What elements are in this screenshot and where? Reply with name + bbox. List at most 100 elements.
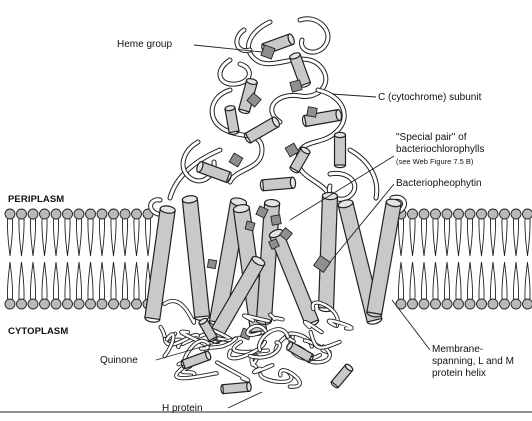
lipid-head-lower (63, 299, 73, 309)
lipid-tail-upper (421, 219, 426, 256)
lipid-head-lower (40, 299, 50, 309)
lipid-head-lower (120, 299, 130, 309)
lipid-tail-lower (421, 262, 426, 299)
lipid-tail-lower (490, 262, 495, 299)
lipid-tail-upper (410, 219, 415, 256)
lipid-head-lower (454, 299, 464, 309)
lipid-head-upper (63, 209, 73, 219)
lipid-head-lower (465, 299, 475, 309)
special-pair-figure-note: (see Web Figure 7.5 B) (396, 158, 473, 166)
lipid-tail-upper (111, 219, 116, 256)
membrane-spanning-helix (318, 192, 337, 312)
lipid-tail-lower (410, 262, 415, 299)
lipid-tail-upper (490, 219, 495, 256)
lipid-tail-lower (53, 262, 58, 299)
h-protein-helix (330, 363, 354, 389)
lipid-head-lower (431, 299, 441, 309)
lipid-head-lower (97, 299, 107, 309)
helix-top-cap (335, 132, 346, 137)
membrane-helix-label-line1: Membrane- (432, 344, 483, 355)
h-protein-label: H protein (162, 403, 203, 414)
cytochrome-helix (260, 177, 296, 191)
cytoplasm-label: CYTOPLASM (8, 327, 68, 338)
lipid-tail-upper (467, 219, 472, 256)
lipid-head-upper (442, 209, 452, 219)
lipid-tail-upper (65, 219, 70, 256)
heme-group (290, 80, 302, 92)
lipid-head-lower (511, 299, 521, 309)
lipid-tail-lower (88, 262, 93, 299)
lipid-tail-lower (479, 262, 484, 299)
lipid-tail-upper (53, 219, 58, 256)
lipid-head-upper (5, 209, 15, 219)
lipid-head-upper (132, 209, 142, 219)
lipid-head-upper (51, 209, 61, 219)
lipid-tail-lower (65, 262, 70, 299)
h-protein-coil-fill (217, 363, 248, 381)
lipid-head-upper (74, 209, 84, 219)
h-protein-helix (221, 382, 252, 394)
lipid-head-lower (17, 299, 27, 309)
helix-body (263, 177, 294, 191)
membrane-spanning-helix (182, 195, 210, 321)
lipid-head-lower (523, 299, 532, 309)
lipid-tail-lower (134, 262, 139, 299)
lipid-head-upper (465, 209, 475, 219)
bacteriochlorophyll (207, 259, 216, 268)
lipid-tail-lower (513, 262, 518, 299)
lipid-head-upper (408, 209, 418, 219)
lipid-head-upper (28, 209, 38, 219)
lipid-tail-lower (433, 262, 438, 299)
lipid-tail-lower (456, 262, 461, 299)
cytochrome-subunit-leader (332, 94, 376, 97)
lipid-tail-upper (99, 219, 104, 256)
lipid-tail-lower (398, 262, 403, 299)
lipid-head-upper (109, 209, 119, 219)
lipid-tail-upper (513, 219, 518, 256)
lipid-head-lower (419, 299, 429, 309)
lipid-head-upper (477, 209, 487, 219)
lipid-tail-lower (19, 262, 24, 299)
lipid-head-upper (120, 209, 130, 219)
lipid-tail-lower (42, 262, 47, 299)
lipid-tail-upper (525, 219, 530, 256)
lipid-tail-lower (122, 262, 127, 299)
lipid-head-upper (511, 209, 521, 219)
lipid-tail-lower (444, 262, 449, 299)
bacteriopheophytin-label: Bacteriopheophytin (396, 178, 482, 189)
lipid-head-lower (477, 299, 487, 309)
lipid-head-lower (28, 299, 38, 309)
lipid-head-upper (86, 209, 96, 219)
special-pair-label-line1: "Special pair" of (396, 132, 466, 143)
lipid-head-lower (5, 299, 15, 309)
lipid-tail-upper (479, 219, 484, 256)
lipid-tail-lower (99, 262, 104, 299)
heme-group (307, 107, 317, 117)
lipid-tail-upper (88, 219, 93, 256)
quinone-label: Quinone (100, 355, 138, 366)
helix-body (367, 202, 401, 315)
lipid-head-upper (97, 209, 107, 219)
lipid-tail-lower (76, 262, 81, 299)
lipid-head-lower (109, 299, 119, 309)
helix-body (223, 382, 250, 393)
lipid-head-lower (408, 299, 418, 309)
lipid-head-lower (132, 299, 142, 309)
lipid-head-lower (51, 299, 61, 309)
lipid-tail-upper (30, 219, 35, 256)
lipid-head-lower (442, 299, 452, 309)
h-protein-leader (228, 392, 262, 408)
helix-body (319, 196, 338, 308)
helix-top-cap (246, 382, 251, 391)
heme-group-label: Heme group (117, 39, 172, 50)
bacteriochlorophyll (245, 221, 255, 231)
lipid-head-lower (500, 299, 510, 309)
special-pair-label-line2: bacteriochlorophylls (396, 144, 484, 155)
lipid-head-lower (86, 299, 96, 309)
lipid-head-upper (419, 209, 429, 219)
cytochrome-subunit-label: C (cytochrome) subunit (378, 92, 481, 103)
lipid-tail-upper (502, 219, 507, 256)
lipid-head-upper (431, 209, 441, 219)
lipid-tail-upper (145, 219, 150, 256)
lipid-head-upper (488, 209, 498, 219)
